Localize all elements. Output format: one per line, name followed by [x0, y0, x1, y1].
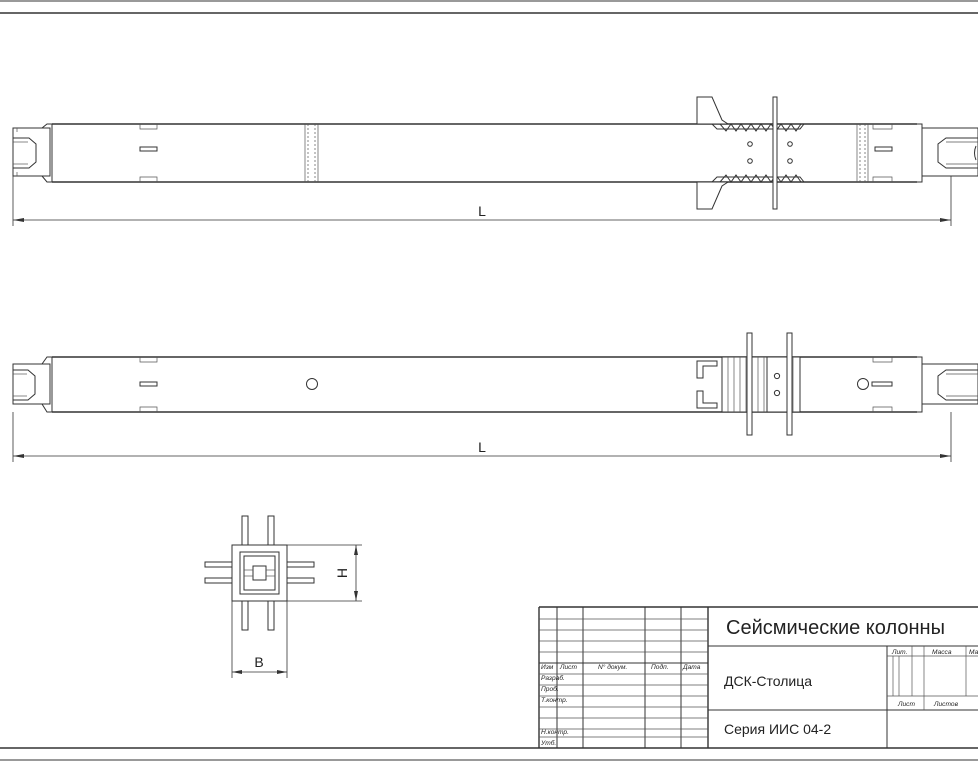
stage-label-mass: Масса	[932, 649, 952, 656]
front-seismic-damper	[696, 96, 805, 210]
front-column-body	[52, 123, 917, 183]
stage-label-lit: Лит.	[891, 649, 908, 656]
top-view: L	[12, 332, 978, 462]
front-right-end-cap	[917, 123, 978, 183]
cross-section-view: H B	[204, 515, 362, 678]
section-height-label: H	[334, 568, 350, 578]
front-left-end-cap	[12, 123, 53, 183]
front-dimension-l: L	[12, 176, 952, 226]
sheets-total-label: Листов	[933, 701, 959, 708]
row-label-approved: Утб.	[540, 739, 556, 747]
front-view: L	[12, 96, 978, 226]
row-label-checked: Проб.	[541, 685, 559, 693]
top-right-end-cap	[917, 356, 978, 413]
title-block: Сейсмические колонны ДСК-Столица Серия И…	[538, 606, 978, 748]
top-dimension-l: L	[12, 412, 952, 462]
drawing-title: Сейсмические колонны	[726, 617, 945, 639]
row-label-norm-control: Н.контр.	[541, 729, 569, 736]
front-dimension-label: L	[478, 203, 486, 219]
top-left-end-cap	[12, 356, 53, 413]
header-column-sign: Подп.	[651, 663, 669, 671]
row-label-developed: Разраб.	[541, 674, 565, 682]
row-label-tech-control: Т.контр.	[541, 697, 568, 704]
top-dimension-label: L	[478, 439, 486, 455]
top-seismic-damper	[696, 332, 801, 436]
section-width-label: B	[254, 654, 263, 670]
drawing-series: Серия ИИС 04-2	[724, 721, 831, 737]
organization-name: ДСК-Столица	[724, 673, 812, 689]
section-dimension-b: B	[231, 601, 288, 678]
header-column-date: Дата	[682, 664, 701, 671]
top-bolt-hole	[306, 378, 318, 390]
header-column-list: Лист	[559, 664, 577, 671]
sheet-label: Лист	[897, 701, 915, 708]
header-column-doc: N° докум.	[598, 663, 627, 671]
section-dimension-h: H	[287, 544, 362, 602]
header-column-izm: Изм	[541, 664, 554, 671]
stage-label-scale: Масштаб	[969, 648, 978, 656]
